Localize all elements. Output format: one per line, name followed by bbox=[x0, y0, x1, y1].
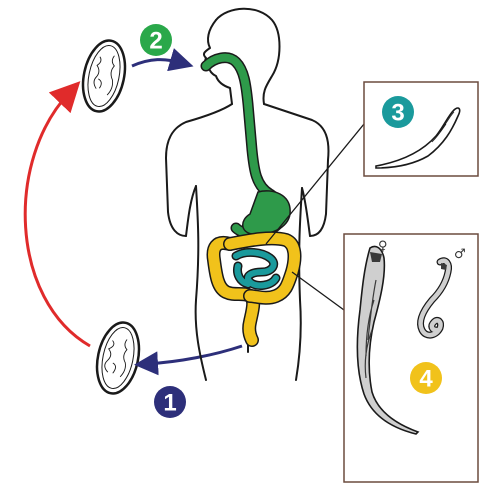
small-intestine bbox=[231, 247, 281, 290]
ingestion-arrow bbox=[131, 48, 194, 72]
esophagus-stomach bbox=[200, 52, 291, 239]
svg-text:4: 4 bbox=[419, 366, 433, 393]
svg-text:3: 3 bbox=[391, 100, 404, 127]
svg-text:2: 2 bbox=[149, 28, 162, 55]
step-badge-3: 3 bbox=[382, 96, 414, 128]
pointer-line-adults bbox=[291, 271, 345, 311]
reinfection-arrow bbox=[23, 81, 91, 348]
step-badge-4: 4 bbox=[410, 362, 442, 394]
svg-text:1: 1 bbox=[163, 390, 176, 417]
adult-worms-box: ♀ ♂ bbox=[343, 233, 479, 483]
egg-deposit-arrow bbox=[134, 344, 243, 376]
male-symbol: ♂ bbox=[454, 247, 466, 262]
female-symbol: ♀ bbox=[378, 239, 388, 254]
step-badge-1: 1 bbox=[154, 386, 186, 418]
larva-box bbox=[363, 81, 479, 177]
egg-icon-top bbox=[81, 39, 127, 113]
female-worm-icon bbox=[356, 245, 420, 435]
large-intestine bbox=[206, 231, 302, 347]
step-badge-2: 2 bbox=[140, 24, 172, 56]
male-worm-icon bbox=[416, 257, 452, 339]
egg-icon-bottom bbox=[95, 321, 141, 395]
larva-icon bbox=[375, 107, 461, 169]
pointer-line-larva bbox=[265, 123, 365, 245]
